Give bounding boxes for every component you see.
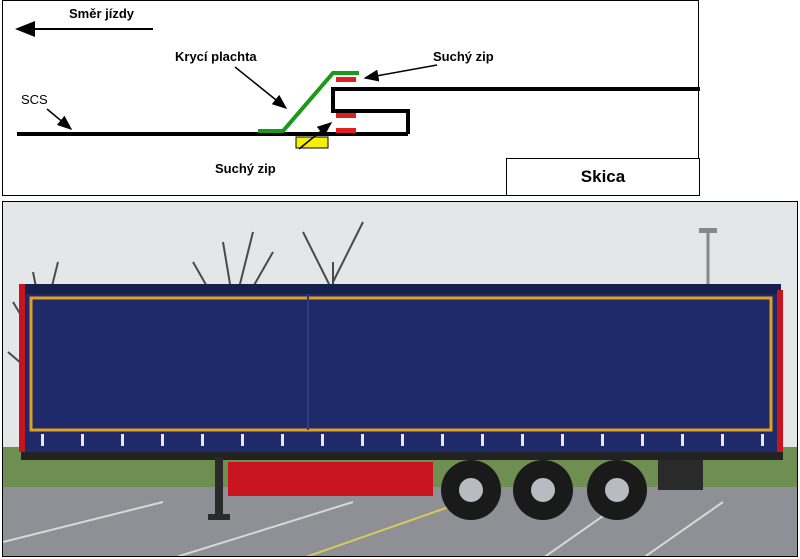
velcro-strip-mid bbox=[336, 113, 356, 118]
trailer-curtain bbox=[21, 284, 781, 452]
skica-box: Skica bbox=[506, 158, 700, 196]
trailer-trim bbox=[29, 296, 773, 432]
velcro-top-pointer bbox=[363, 64, 438, 82]
velcro-strip-bottom bbox=[336, 128, 356, 133]
trailer-wheels bbox=[441, 460, 647, 520]
velcro-bottom-pointer bbox=[298, 122, 333, 150]
frame-fold bbox=[331, 87, 700, 134]
sketch-panel: Směr jízdy SCS Krycí plachta Suchý zip S… bbox=[2, 0, 700, 196]
direction-label: Směr jízdy bbox=[69, 6, 135, 21]
velcro-top-label: Suchý zip bbox=[433, 49, 494, 64]
trailer-photo bbox=[2, 201, 798, 557]
chassis-red-box bbox=[228, 462, 433, 496]
cover-sheet-line bbox=[258, 71, 359, 133]
sketch-diagram: Směr jízdy SCS Krycí plachta Suchý zip S… bbox=[15, 6, 700, 176]
scs-pointer bbox=[46, 108, 73, 130]
velcro-strip-top bbox=[336, 77, 356, 82]
cover-pointer bbox=[234, 66, 288, 109]
cover-label: Krycí plachta bbox=[175, 49, 257, 64]
velcro-bottom-label: Suchý zip bbox=[215, 161, 276, 176]
velcro-yellow-block bbox=[295, 136, 329, 149]
curtain-buckles bbox=[41, 434, 764, 446]
trailer-illustration bbox=[3, 202, 797, 556]
scs-label: SCS bbox=[21, 92, 48, 107]
